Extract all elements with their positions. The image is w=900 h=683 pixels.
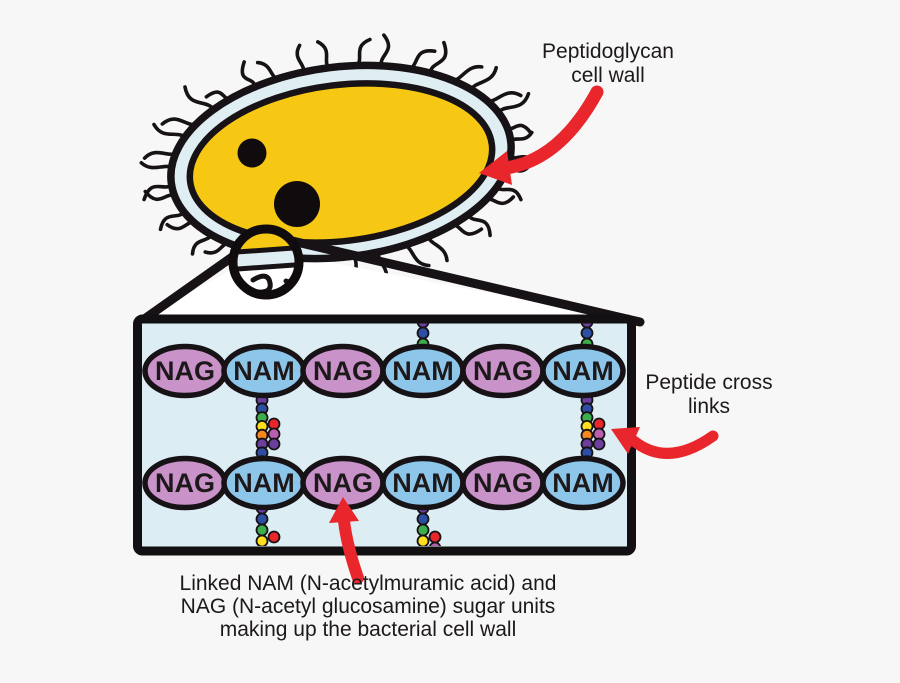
sugar-unit-nam: NAM [540,455,626,511]
peptide-bead-magenta [428,541,442,546]
sugar-unit-label: NAM [233,356,295,386]
peptide-bead-red [428,530,442,544]
sugar-unit-label: NAG [473,468,533,498]
caption-line3: making up the bacterial cell wall [220,618,516,641]
sugar-unit-label: NAG [313,356,373,386]
caption-line2: NAG (N-acetyl glucosamine) sugar units [181,595,556,618]
arrow-caption [329,497,364,584]
sugar-unit-nam: NAM [540,343,626,399]
peptide-bead-blue [255,512,269,526]
sugar-unit-label: NAM [392,468,454,498]
peptide-bead-purple [267,437,281,451]
cell-granule-small [237,138,267,168]
sugar-unit-nam: NAM [380,343,466,399]
peptide-bead-green [416,523,430,537]
pilus-hair [183,85,217,113]
sugar-unit-label: NAM [552,468,614,498]
peptidoglycan-label-line1: Peptidoglycan [542,40,674,63]
sugar-unit-nag: NAG [300,343,386,399]
bacterium-cell [167,61,515,263]
cross-links-label-line1: Peptide cross [645,371,772,394]
sugar-unit-nam: NAM [221,343,307,399]
sugar-unit-label: NAM [552,356,614,386]
sugar-unit-nag: NAG [460,343,546,399]
sugar-unit-oval [540,455,626,511]
peptide-bead-yellow [255,534,269,546]
arrow-peptidoglycan [479,85,604,185]
triangle-edge-right [283,235,645,327]
lens-ring [228,224,304,300]
cross-links-label-line2: links [688,395,730,418]
magnifier-lens [228,224,304,300]
caption-line1: Linked NAM (N-acetylmuramic acid) and [180,572,557,595]
peptide-bead-blue [580,326,594,340]
peptidoglycan-label-line2: cell wall [571,64,645,87]
lens-cell-wall-band [236,244,296,273]
peptide-bead-yellow [416,534,430,546]
peptide-bead-purple [592,437,606,451]
sugar-unit-label: NAM [392,356,454,386]
zoom-box-content: NAG NAM NAG NAM NAG NAM NAG NAM NAG NAM NAG NAM [142,323,626,546]
cell-granule-large [274,181,320,227]
sugar-unit-nam: NAM [221,455,307,511]
sugar-unit-label: NAG [155,356,215,386]
arrow-caption-shaft [338,515,364,584]
arrow-cross-links [611,427,719,459]
sugar-unit-nam: NAM [380,455,466,511]
peptide-cross-link-chain [255,393,281,469]
peptide-bead-blue [416,512,430,526]
annotation-arrows [329,85,719,584]
cell-body [186,80,496,246]
arrow-cross-links-shaft [628,430,719,459]
arrow-peptidoglycan-head [479,151,512,185]
sugar-unit-nag: NAG [460,455,546,511]
sugar-unit-nag: NAG [142,455,228,511]
arrow-cross-links-head [611,427,640,454]
sugar-unit-label: NAG [155,468,215,498]
sugar-unit-nag: NAG [142,343,228,399]
cell-wall-zoom-box: NAG NAM NAG NAM NAG NAM NAG NAM NAG NAM NAG NAM [133,314,636,556]
peptide-bead-red [267,530,281,544]
arrow-caption-head [329,497,359,523]
pilus-hair [428,40,448,77]
sugar-unit-label: NAM [233,468,295,498]
sugar-unit-label: NAG [473,356,533,386]
sugar-unit-oval [540,343,626,399]
peptide-bead-blue [416,326,430,340]
peptide-bead-green [255,523,269,537]
sugar-unit-label: NAG [313,468,373,498]
arrow-peptidoglycan-shaft [499,85,604,175]
